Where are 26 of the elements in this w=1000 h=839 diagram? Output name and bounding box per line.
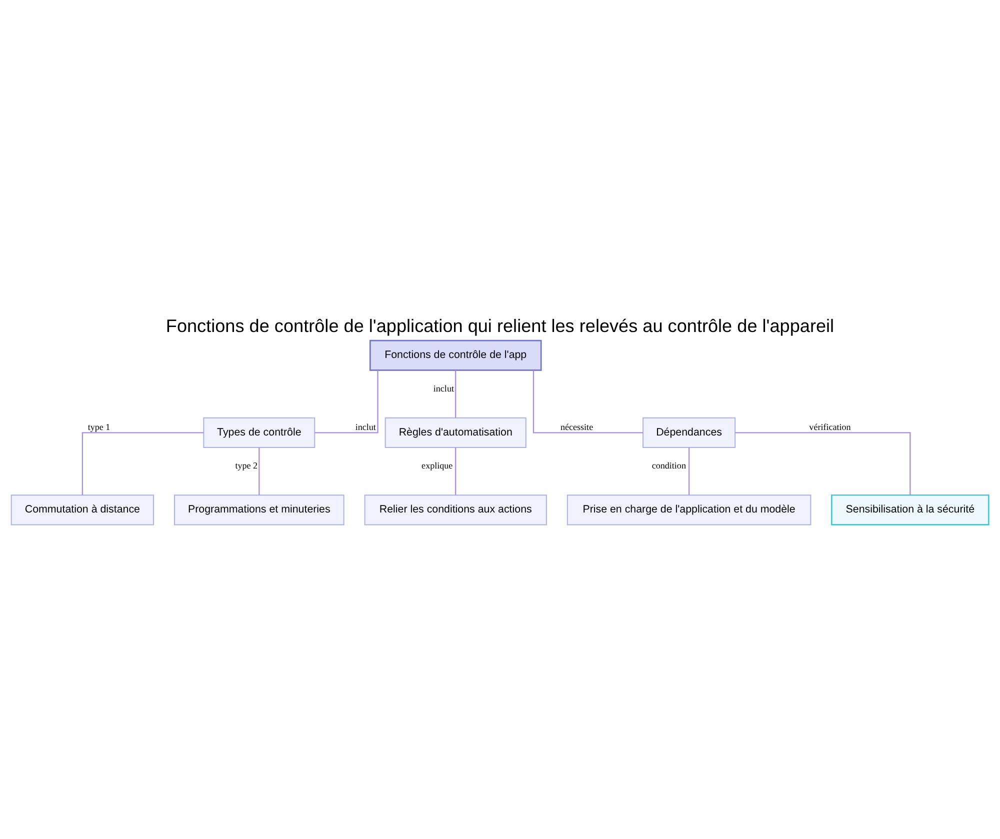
edge-label: condition [652, 460, 686, 471]
connector [82, 432, 204, 496]
connector [735, 432, 911, 496]
edge-label: vérification [809, 422, 851, 432]
edge-label: type 2 [235, 460, 258, 471]
connector [258, 448, 260, 496]
edge-label: nécessite [560, 422, 594, 432]
node-box: Types de contrôle [203, 417, 316, 448]
connector [455, 370, 456, 418]
connector [455, 448, 456, 496]
connector [532, 370, 644, 434]
edge-label: inclut [433, 383, 454, 394]
node-box: Prise en charge de l'application et du modèle [566, 494, 812, 526]
node-box: Programmations et minuteries [174, 494, 344, 526]
node-box: Fonctions de contrôle de l'app [369, 340, 542, 371]
node-box: Commutation à distance [10, 494, 154, 526]
edge-label: type 1 [88, 422, 110, 432]
node-box: Règles d'automatisation [384, 417, 526, 448]
edge-label: inclut [355, 422, 376, 432]
connector [314, 370, 378, 434]
connector [688, 448, 690, 496]
node-box: Sensibilisation à la sécurité [831, 494, 990, 526]
node-box: Dépendances [642, 417, 736, 448]
node-box: Relier les conditions aux actions [364, 494, 547, 526]
edge-label: explique [422, 460, 453, 471]
diagram-title: Fonctions de contrôle de l'application qui relient les relevés au contrôle de l'appareil [166, 316, 834, 336]
